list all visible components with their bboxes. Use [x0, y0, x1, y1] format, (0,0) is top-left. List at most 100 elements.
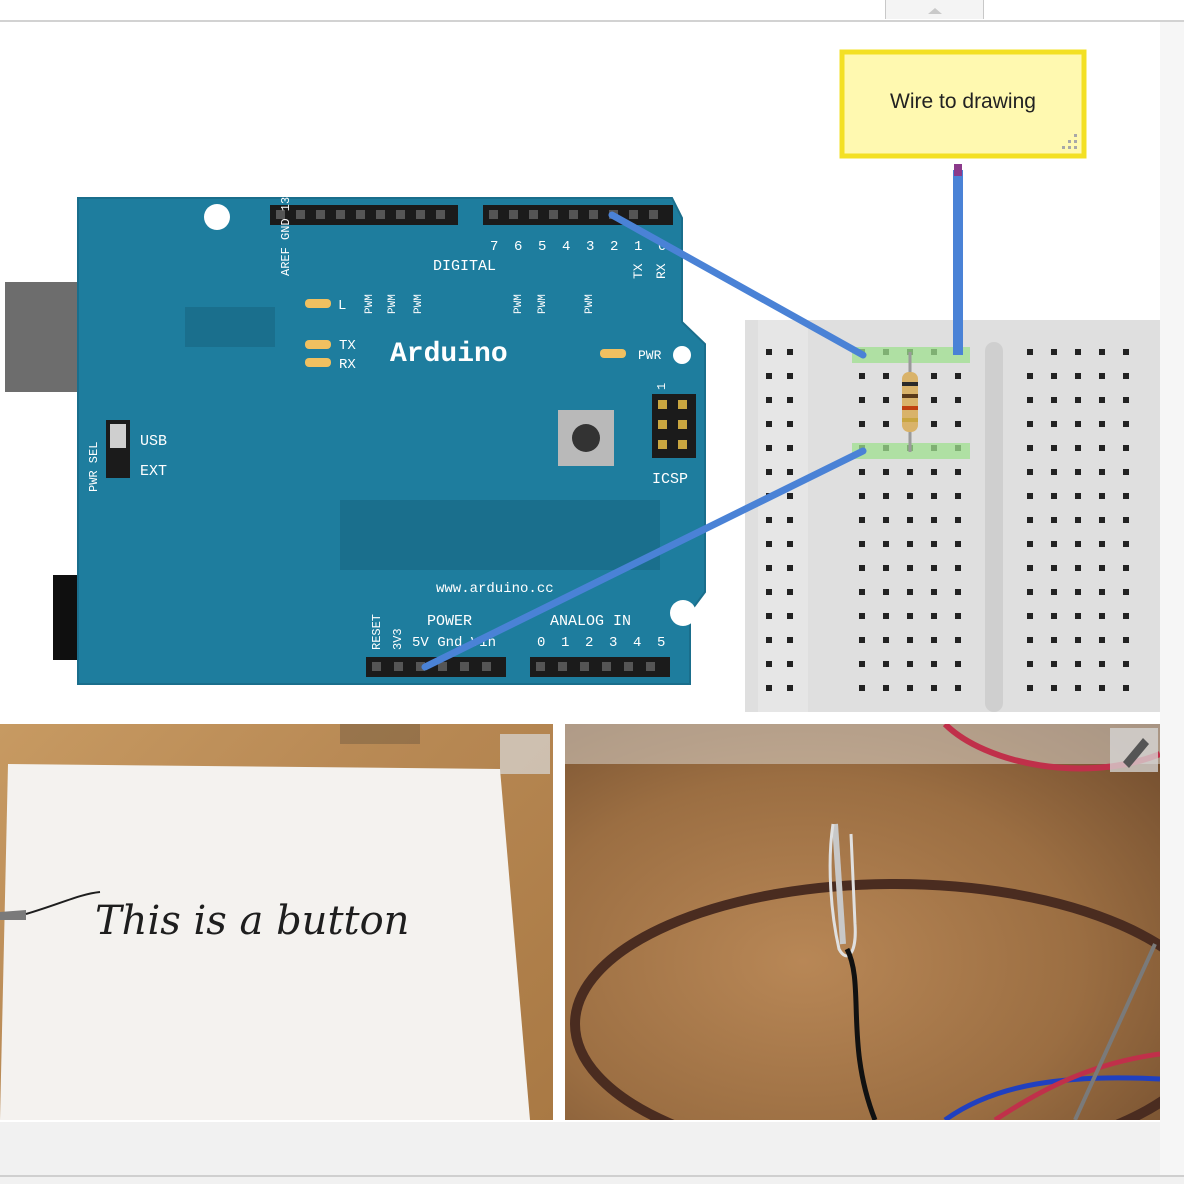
analog-pin-number: 3: [609, 635, 617, 651]
breadboard-hole: [1123, 637, 1129, 643]
breadboard-hole: [931, 541, 937, 547]
breadboard-hole: [1099, 397, 1105, 403]
header-pin: [436, 210, 445, 219]
sticky-note[interactable]: Wire to drawing: [839, 49, 1087, 159]
breadboard-hole: [883, 613, 889, 619]
breadboard-hole: [1123, 349, 1129, 355]
led-tx-label: TX: [339, 338, 356, 354]
breadboard-hole: [859, 493, 865, 499]
breadboard-hole: [931, 397, 937, 403]
breadboard-hole: [1075, 613, 1081, 619]
breadboard-hole: [1075, 493, 1081, 499]
breadboard-hole: [931, 685, 937, 691]
breadboard-hole: [787, 397, 793, 403]
icsp-pin: [678, 400, 687, 409]
breadboard-hole: [907, 685, 913, 691]
breadboard-hole: [787, 661, 793, 667]
breadboard-hole: [1099, 685, 1105, 691]
breadboard-hole: [1075, 565, 1081, 571]
header-pin: [316, 210, 325, 219]
breadboard-hole: [859, 517, 865, 523]
header-pin: [558, 662, 567, 671]
breadboard-hole: [1075, 445, 1081, 451]
photo-paperclip-wire[interactable]: [565, 724, 1160, 1120]
breadboard-hole: [766, 661, 772, 667]
breadboard-hole: [883, 637, 889, 643]
breadboard-hole: [1051, 661, 1057, 667]
handwritten-text: This is a button: [95, 898, 409, 944]
header-pin: [296, 210, 305, 219]
breadboard-hole: [1051, 517, 1057, 523]
header-pin: [536, 662, 545, 671]
pwm-label: PWM: [364, 294, 376, 314]
header-pin: [646, 662, 655, 671]
breadboard-hole: [1051, 397, 1057, 403]
breadboard-hole: [1123, 685, 1129, 691]
breadboard-hole: [1099, 565, 1105, 571]
breadboard-hole: [766, 373, 772, 379]
breadboard-hole: [1099, 613, 1105, 619]
photo-drawing-button[interactable]: This is a button: [0, 724, 553, 1120]
breadboard-hole: [1099, 493, 1105, 499]
breadboard-hole: [931, 637, 937, 643]
header-pin: [489, 210, 498, 219]
collapse-toggle[interactable]: [885, 0, 984, 19]
analog-in-label: ANALOG IN: [550, 613, 631, 630]
breadboard-hole: [955, 613, 961, 619]
breadboard-hole: [955, 685, 961, 691]
breadboard-hole: [1099, 445, 1105, 451]
breadboard-hole: [1099, 421, 1105, 427]
breadboard-hole: [787, 517, 793, 523]
breadboard-hole: [907, 493, 913, 499]
header-pin: [416, 210, 425, 219]
ext-label: EXT: [140, 463, 167, 480]
wiring-diagram: Arduino DIGITAL AREF GND 13 12 11 10 9 8…: [5, 49, 1160, 712]
breadboard-hole: [931, 589, 937, 595]
sticky-note-text: Wire to drawing: [890, 90, 1036, 113]
breadboard-hole: [955, 541, 961, 547]
breadboard-hole: [766, 685, 772, 691]
resize-grip-icon[interactable]: [1062, 134, 1077, 149]
breadboard-hole: [955, 493, 961, 499]
icsp-pin: [678, 420, 687, 429]
breadboard-hole: [859, 685, 865, 691]
breadboard-hole: [1123, 517, 1129, 523]
scrollbar-gutter[interactable]: [1160, 22, 1184, 1176]
breadboard-hole: [1027, 613, 1033, 619]
breadboard-hole: [883, 421, 889, 427]
breadboard-hole: [766, 517, 772, 523]
breadboard-hole: [1027, 637, 1033, 643]
led-l-label: L: [338, 298, 346, 314]
digital-pin-number: 2: [610, 239, 618, 255]
mount-hole: [673, 346, 691, 364]
breadboard-hole: [883, 517, 889, 523]
breadboard-hole: [787, 613, 793, 619]
analog-pin-number: 2: [585, 635, 593, 651]
breadboard-hole: [1123, 373, 1129, 379]
breadboard-hole: [787, 469, 793, 475]
breadboard-hole: [787, 421, 793, 427]
header-pin: [416, 662, 425, 671]
breadboard-hole: [1027, 565, 1033, 571]
breadboard-hole: [931, 421, 937, 427]
breadboard-hole: [931, 517, 937, 523]
header-pin: [624, 662, 633, 671]
breadboard-hole: [1027, 469, 1033, 475]
breadboard-hole: [1027, 397, 1033, 403]
breadboard-hole: [1123, 661, 1129, 667]
breadboard-hole: [931, 565, 937, 571]
pencil-icon[interactable]: [500, 734, 550, 774]
analog-pin-number: 5: [657, 635, 665, 651]
header-pin: [569, 210, 578, 219]
breadboard-hole: [1075, 373, 1081, 379]
mount-hole: [670, 600, 696, 626]
breadboard-hole: [766, 565, 772, 571]
breadboard-hole: [1027, 493, 1033, 499]
header-pin: [372, 662, 381, 671]
breadboard-hole: [1099, 589, 1105, 595]
breadboard-hole: [1027, 661, 1033, 667]
icsp-label: ICSP: [652, 471, 688, 488]
breadboard-hole: [787, 493, 793, 499]
breadboard-hole: [1075, 517, 1081, 523]
wires: [421, 164, 963, 671]
